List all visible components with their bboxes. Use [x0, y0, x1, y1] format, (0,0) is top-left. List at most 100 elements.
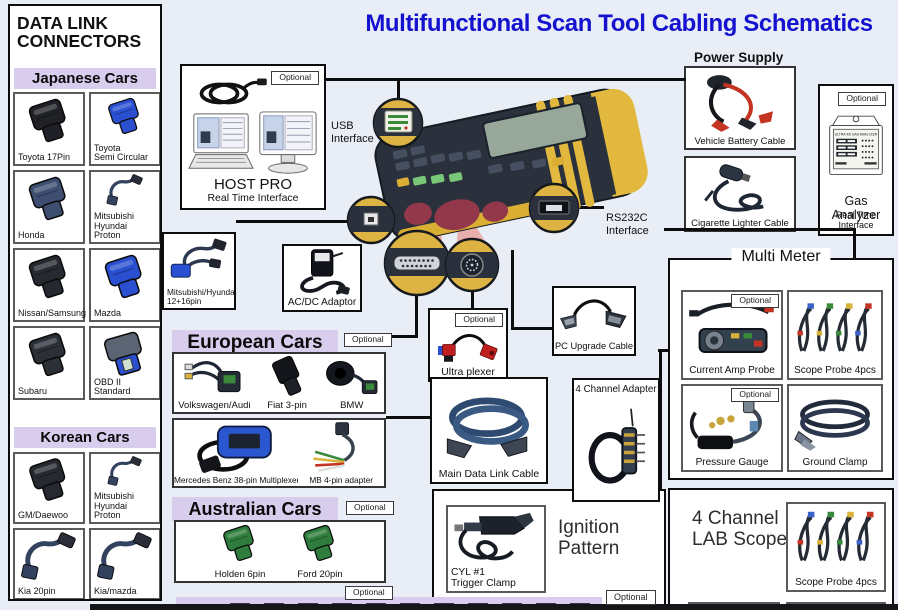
ignition-pattern-title: Ignition Pattern — [558, 517, 620, 560]
groundclamp-icon — [791, 388, 879, 456]
item-label: Kia/mazda — [94, 586, 137, 597]
db15-port-callout — [383, 229, 451, 297]
battery-icon — [688, 70, 792, 134]
connector-card: Mazda — [89, 248, 160, 322]
item-label: Cigarette Lighter Cable — [691, 217, 789, 229]
din-port-callout — [444, 237, 500, 293]
probes-icon — [791, 294, 879, 364]
plug-icon — [17, 174, 81, 229]
power-supply-title: Power Supply — [694, 50, 784, 65]
connector-line — [386, 416, 430, 419]
usb-port-callout — [372, 97, 424, 149]
connector-item: Fiat 3-pin — [255, 354, 320, 412]
australian-cars-header: Australian Cars — [172, 497, 338, 521]
connector-line — [326, 78, 686, 81]
optional-badge: Optional — [455, 313, 503, 327]
item-label: Scope Probe 4pcs — [794, 365, 876, 377]
gas-analyzer-box: Optional ULTRA 4/5 GAS ANALYZER — [818, 84, 894, 236]
item-label: Toyota 17Pin — [18, 152, 71, 163]
item-label: Honda — [18, 230, 45, 241]
connector-line — [511, 327, 553, 330]
connector-line — [397, 78, 400, 104]
host-pro-box: Optional HOST PRO R — [180, 64, 326, 210]
lab-scope-title: 4 Channel LAB Scope — [692, 508, 788, 551]
item-label: Nissan/Samsung — [18, 308, 87, 319]
item-label: PC Upgrade Cable — [554, 341, 634, 352]
item-label: MB 4-pin adapter — [309, 475, 373, 485]
connector-card: Honda — [13, 170, 85, 244]
optional-badge: Optional — [606, 590, 656, 605]
item-label: Mitsubishi Hyundai Proton — [94, 211, 135, 241]
optional-badge: Optional — [838, 92, 886, 106]
four-channel-adapter-box: 4 Channel Adapter — [572, 378, 660, 502]
optional-badge: Optional — [345, 586, 393, 600]
optional-badge: Optional — [731, 388, 779, 402]
optional-badge: Optional — [344, 333, 392, 347]
plug-icon — [93, 96, 157, 141]
item-label: Mitsubishi/Hyundai 12+16pin — [167, 286, 237, 306]
plug2-icon — [93, 330, 157, 385]
mbmux-icon — [174, 420, 298, 475]
host-pro-name: HOST PRO — [213, 176, 293, 193]
plug-icon — [17, 252, 81, 307]
item-label: Subaru — [18, 386, 48, 397]
item-label: OBD II Standard — [94, 376, 131, 397]
connector-line — [415, 294, 418, 338]
cyl1-trigger-clamp-card: CYL #1 Trigger Clamp — [446, 505, 546, 593]
plug-icon — [17, 330, 81, 385]
main-data-link-cable-box: Main Data Link Cable — [430, 377, 548, 484]
section-header: Japanese Cars — [14, 68, 156, 89]
acdc-adaptor-icon — [288, 248, 358, 296]
laptop-monitor-icon — [186, 110, 322, 176]
plug-icon — [17, 96, 81, 151]
lab-scope-section: 4 Channel LAB Scope Scope Probe 4pcs — [668, 488, 894, 610]
panel-title: DATA LINK CONNECTORS — [17, 13, 142, 52]
bmw-icon — [319, 354, 384, 400]
pc-upgrade-cable-box: PC Upgrade Cable — [552, 286, 636, 356]
item-label: CYL #1 Trigger Clamp — [451, 567, 516, 590]
connector-line — [658, 349, 670, 352]
connector-line — [664, 228, 856, 231]
page-title: Multifunctional Scan Tool Cabling Schema… — [365, 10, 873, 37]
multi-meter-card: Scope Probe 4pcs — [787, 290, 883, 380]
mb4pin-icon — [298, 420, 384, 475]
gauge-icon — [685, 388, 779, 456]
item-label: Kia 20pin — [18, 586, 56, 597]
ultra-plexer-box: Optional Ultra plexer — [428, 308, 508, 382]
gas-analyzer-name: Gas Analyzer — [831, 194, 881, 222]
four-channel-adapter-icon — [582, 400, 652, 498]
optional-badge: Optional — [346, 501, 394, 515]
plug-icon — [93, 252, 157, 307]
gas-analyzer-device-label: ULTRA 4/5 GAS ANALYZER — [835, 132, 878, 136]
power-port-callout — [346, 195, 396, 245]
connector-card: Mitsubishi Hyundai Proton — [89, 170, 160, 244]
scan-tool-image — [346, 88, 648, 297]
connector-card: Subaru — [13, 326, 85, 400]
item-label: Scope Probe 4pcs — [795, 577, 877, 589]
item-label: Ground Clamp — [802, 457, 868, 469]
connector-line — [578, 206, 604, 209]
item-label: Mazda — [94, 308, 122, 319]
usb-cable-icon — [190, 74, 276, 110]
ignition-pattern-section: CYL #1 Trigger Clamp Ignition Pattern Op… — [432, 489, 666, 610]
plug-icon — [17, 456, 81, 509]
item-label: Ultra plexer — [441, 365, 495, 378]
power-supply-card: Vehicle Battery Cable — [684, 66, 796, 150]
item-label: Holden 6pin — [214, 569, 266, 580]
usb-interface-label: USB Interface — [331, 120, 374, 146]
scope-probe-card: Scope Probe 4pcs — [786, 502, 886, 592]
optional-badge: Optional — [271, 71, 319, 85]
host-pro-subtitle: Real Time Interface — [207, 192, 299, 204]
trigger-clamp-icon — [450, 509, 542, 567]
connector-item: Holden 6pin — [200, 522, 280, 581]
